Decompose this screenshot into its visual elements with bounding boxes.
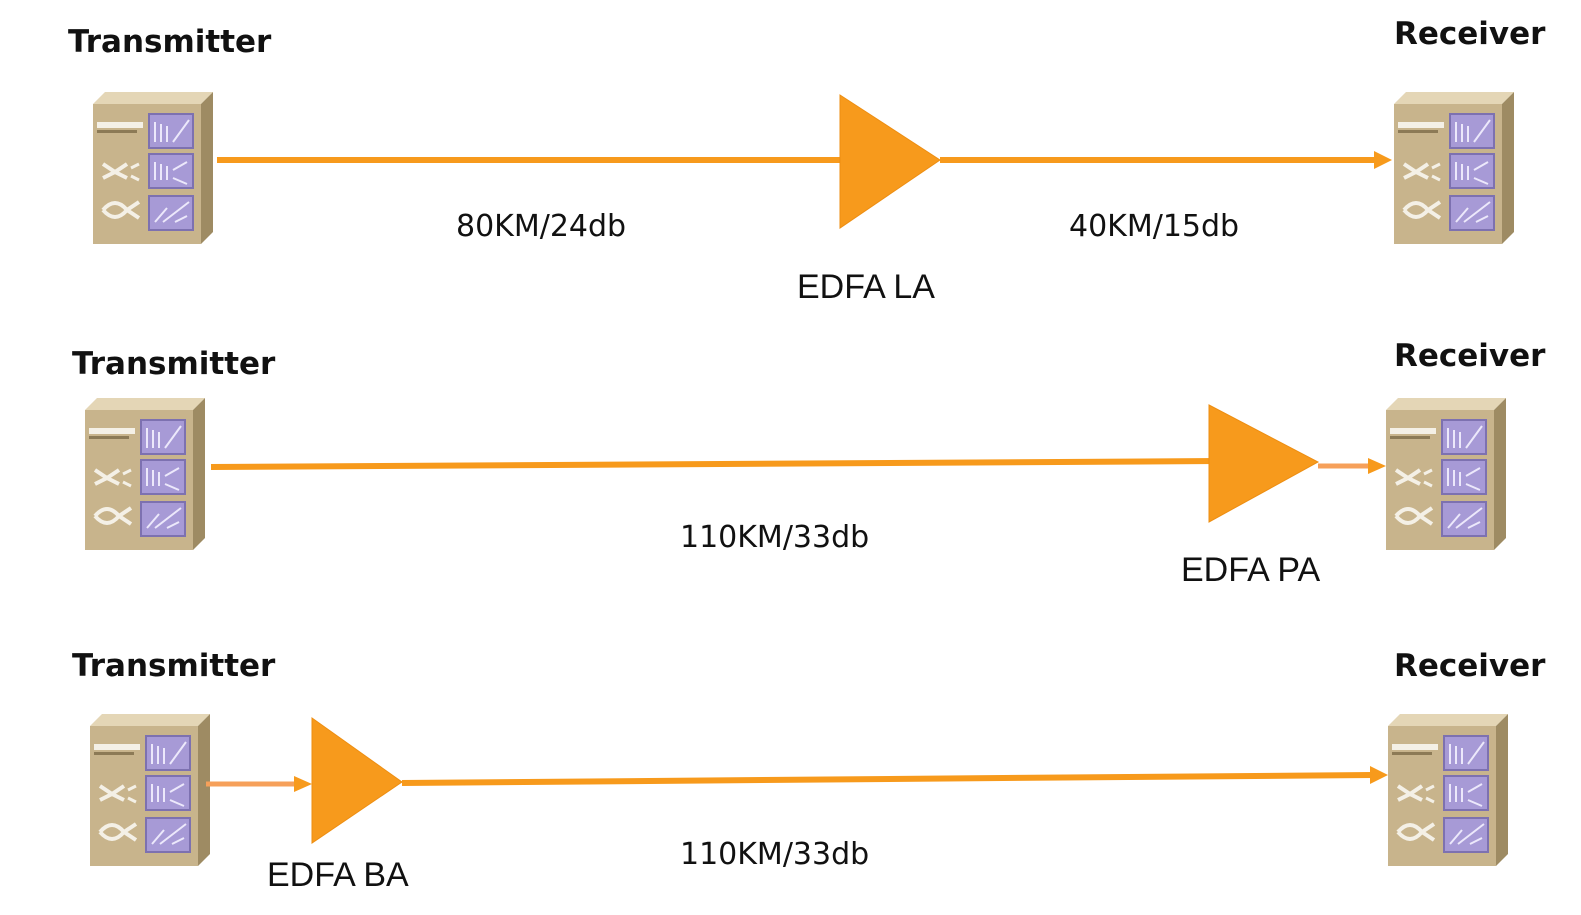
fiber-span-line [210,458,1219,470]
transmitter-device-icon [91,90,215,246]
transmitter-label: Transmitter [72,648,276,684]
receiver-device-icon [1386,712,1510,868]
amplifier-triangle-icon [839,94,941,229]
row-booster-amplifier: Transmitter Receiver 110KM/33db EDFA BA [72,648,1546,894]
transmitter-device-icon [83,396,207,552]
receiver-label: Receiver [1394,16,1546,52]
transmitter-label: Transmitter [72,346,276,382]
amplifier-triangle-icon [1208,404,1320,523]
fiber-span-line [401,772,1373,786]
amplifier-label: EDFA PA [1181,551,1321,589]
receiver-device-icon [1384,396,1508,552]
arrowhead-icon [1370,766,1388,784]
row-line-amplifier: Transmitter Receiver 80KM/24db 40KM/15db… [68,16,1546,306]
amplifier-triangle-icon [311,717,403,844]
receiver-label: Receiver [1394,338,1546,374]
arrowhead-icon [1368,458,1386,474]
span-label: 110KM/33db [680,837,869,872]
transmitter-label: Transmitter [68,24,272,60]
amplifier-label: EDFA BA [267,856,409,894]
arrowhead-icon [294,776,312,792]
arrowhead-icon [1374,151,1392,169]
span-label: 110KM/33db [680,520,869,555]
receiver-label: Receiver [1394,648,1546,684]
row-pre-amplifier: Transmitter Receiver 110KM/33db EDFA PA [72,338,1546,589]
transmitter-device-icon [88,712,212,868]
receiver-device-icon [1392,90,1516,246]
amplifier-label: EDFA LA [797,268,935,306]
span-label: 80KM/24db [456,209,626,244]
span-label: 40KM/15db [1069,209,1239,244]
